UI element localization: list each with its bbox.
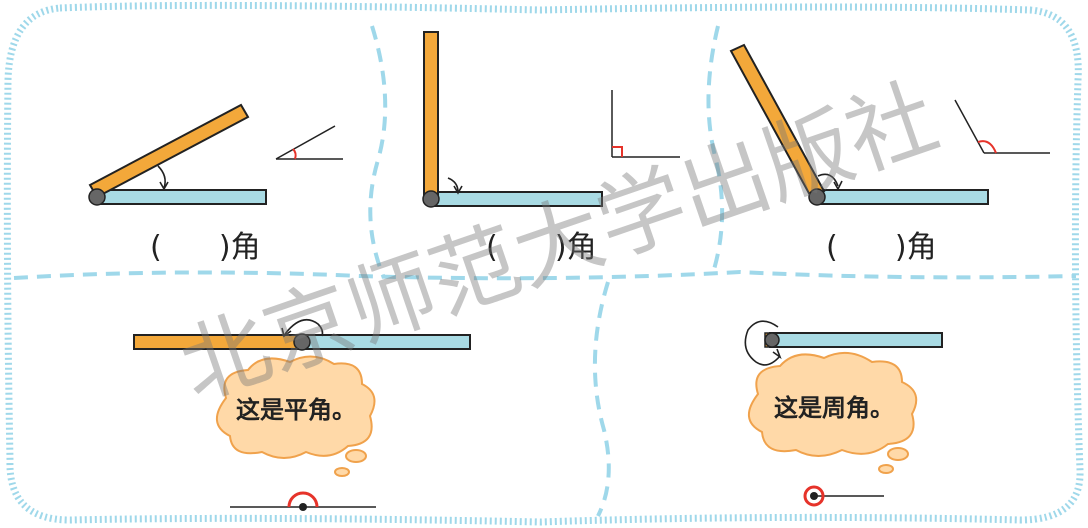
thought-bubble [748,351,918,457]
pivot-knob [88,188,106,206]
dotted-frame [3,1,1084,526]
angle-type-blank-3: ( )角 [826,230,937,265]
panel-round [744,320,943,507]
round-angle-bubble-text: 这是周角。 [774,394,894,422]
vertex-dot [810,492,818,500]
moving-bar [88,103,250,199]
fixed-bar [95,189,267,205]
angle-arrow [744,320,781,366]
panel-straight [133,318,471,511]
straight-angle-bubble-text: 这是平角。 [236,396,356,424]
angle-arrow [817,173,839,187]
moving-bar [423,31,439,200]
angle-type-blank-1: ( )角 [150,230,261,265]
pivot-knob [764,332,780,348]
angle-type-blank-2: ( )角 [486,230,597,265]
dashed-dividers [13,25,1077,517]
pivot-knob [293,333,311,351]
panel-obtuse [729,43,1050,206]
thought-bubble [216,355,376,459]
angle-mark [803,485,825,507]
angle-mark [292,148,297,160]
angle-arrow [157,165,166,189]
angle-mark [977,140,997,154]
panel-right [422,31,680,208]
panel-acute [88,103,343,206]
angle-ray [954,99,985,154]
angle-arrow [447,177,459,193]
pivot-knob [422,190,440,208]
angle-mark [287,491,319,508]
right-angle-mark [612,146,623,157]
vertex-dot [299,503,307,511]
angle-arrow [284,318,324,337]
fixed-bar [769,332,943,348]
angle-ray [275,125,336,160]
pivot-knob [808,188,826,206]
